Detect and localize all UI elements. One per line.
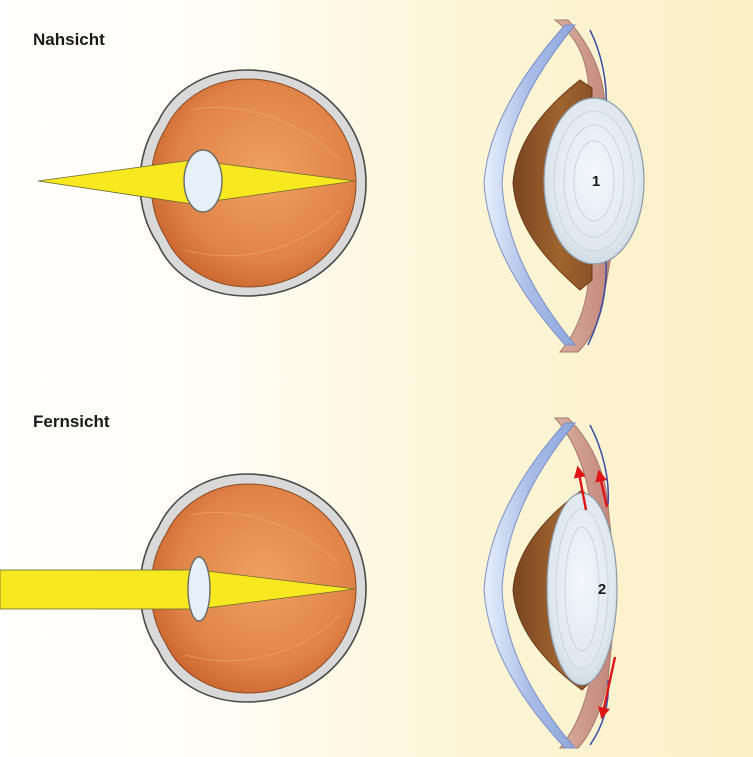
far-lens [188, 557, 210, 621]
far-lens-number: 2 [598, 581, 606, 598]
near-lens-detail: 1 [484, 20, 644, 352]
near-lens [184, 150, 222, 212]
far-parallel-beam [0, 570, 200, 609]
near-eye-group [38, 70, 366, 296]
far-eye-group [0, 474, 366, 702]
far-lens-detail: 2 [484, 418, 617, 748]
far-flat-lens [547, 493, 617, 685]
near-lens-number: 1 [592, 173, 600, 190]
